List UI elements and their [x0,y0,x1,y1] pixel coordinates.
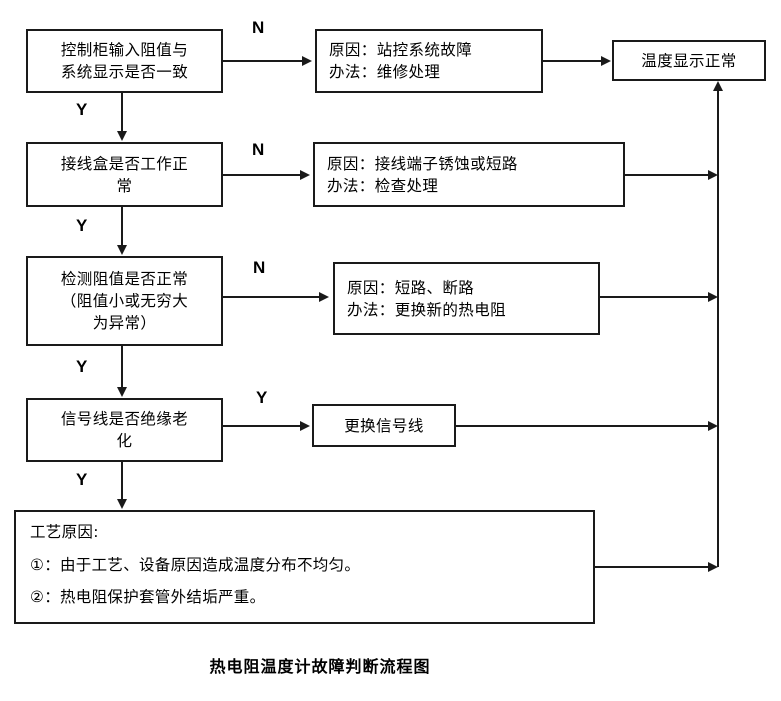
node-line: （阻值小或无穷大 [60,292,189,310]
node-line: 信号线是否绝缘老 [60,410,189,428]
arrow-up-bus-to-result [712,81,723,91]
connector-d2-d3 [121,207,123,246]
connector-d1-cause1 [223,60,303,62]
node-line: 原因：短路、断路 [347,278,475,297]
arrow-right-cause1-result [601,55,611,66]
arrow-down-d2-d3 [116,245,127,255]
arrow-right-d2-cause2 [300,169,310,180]
edge-label-y1: Y [76,100,88,119]
edge-label-y2: Y [76,216,88,235]
diagram-title: 热电阻温度计故障判断流程图 [209,657,431,676]
node-line: 温度显示正常 [641,51,737,70]
arrow-right-process-bus [708,561,718,572]
node-cause-terminal-corrosion: 原因：接线端子锈蚀或短路 办法：检查处理 [313,142,625,207]
node-line: 检测阻值是否正常 [60,270,189,288]
node-line: 办法：检查处理 [327,176,439,195]
arrow-down-d3-d4 [116,387,127,397]
node-cause-station-control-fault: 原因：站控系统故障 办法：维修处理 [315,29,543,93]
connector-cause2-bus [625,174,709,176]
edge-label-y4: Y [76,470,88,489]
node-line: 原因：站控系统故障 [329,41,473,59]
arrow-right-d1-cause1 [302,55,312,66]
node-line: 更换信号线 [344,416,424,435]
arrow-right-cause2-bus [708,169,718,180]
arrow-right-d4-action4 [300,420,310,431]
connector-d2-cause2 [223,174,301,176]
node-decision-signal-wire-aging: 信号线是否绝缘老 化 [26,398,223,462]
arrow-down-d4-process [116,499,127,509]
connector-d4-action4 [223,425,301,427]
arrow-right-action4-bus [708,420,718,431]
edge-label-n2: N [252,140,265,159]
connector-process-bus [595,566,709,568]
node-line: 原因：接线端子锈蚀或短路 [327,154,518,173]
connector-d1-d2 [121,93,123,132]
arrow-down-d1-d2 [116,131,127,141]
node-line: 办法：更换新的热电阻 [347,300,507,319]
node-process-reasons: 工艺原因: ①：由于工艺、设备原因造成温度分布不均匀。 ②：热电阻保护套管外结垢… [14,510,595,624]
node-decision-resistance-value: 检测阻值是否正常 （阻值小或无穷大 为异常） [26,256,223,346]
node-decision-junction-box: 接线盒是否工作正 常 [26,142,223,207]
node-result-temperature-normal: 温度显示正常 [612,40,766,81]
connector-d3-d4 [121,346,123,388]
edge-label-n1: N [252,18,265,37]
connector-cause1-result [543,60,602,62]
connector-action4-bus [456,425,709,427]
edge-label-y-branch4: Y [256,388,268,407]
arrow-right-cause3-bus [708,291,718,302]
arrow-right-d3-cause3 [319,291,329,302]
connector-d3-cause3 [223,296,320,298]
node-action-replace-signal-wire: 更换信号线 [312,404,456,447]
node-line: 常 [116,176,133,195]
edge-label-n3: N [253,258,266,277]
node-decision-cabinet-resistance: 控制柜输入阻值与 系统显示是否一致 [26,29,223,93]
edge-label-y3: Y [76,357,88,376]
node-line: 办法：维修处理 [329,63,441,81]
node-line: 控制柜输入阻值与 [60,41,189,59]
process-line: ②：热电阻保护套管外结垢严重。 [30,588,266,607]
connector-right-bus [717,90,719,567]
node-line: 为异常） [92,314,157,332]
process-line: 工艺原因: [30,523,99,541]
node-line: 系统显示是否一致 [60,63,189,81]
connector-cause3-bus [600,296,709,298]
node-line: 接线盒是否工作正 [60,154,189,173]
node-cause-short-open-circuit: 原因：短路、断路 办法：更换新的热电阻 [333,262,600,335]
node-line: 化 [116,432,133,450]
connector-d4-process [121,462,123,500]
process-line: ①：由于工艺、设备原因造成温度分布不均匀。 [30,555,361,574]
